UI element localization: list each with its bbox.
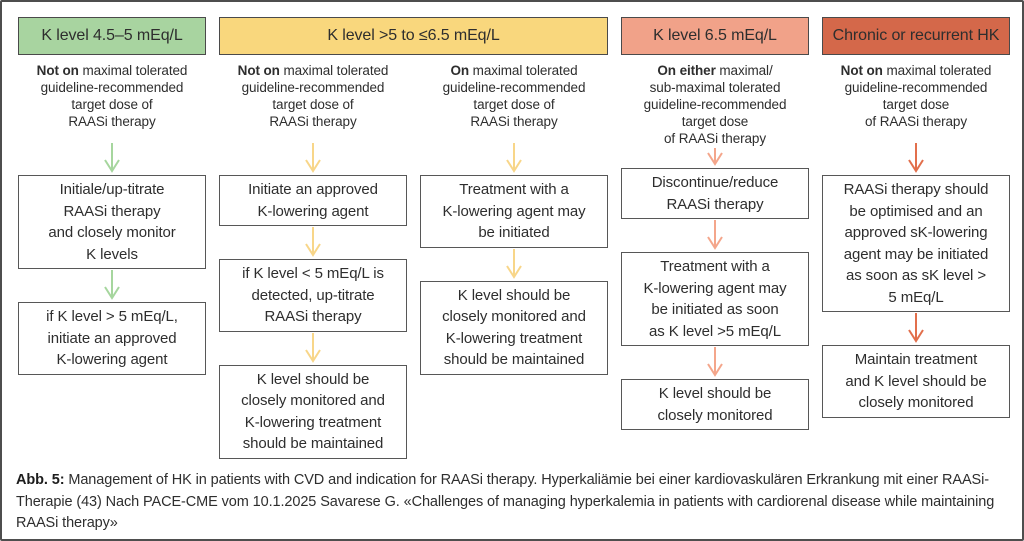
flow-col-k-6.5: On either maximal/ sub-maximal tolerated…: [621, 55, 809, 430]
flow-box: if K level > 5 mEq/L, initiate an approv…: [18, 302, 206, 375]
flow-col-on-target: On maximal tolerated guideline-recommend…: [420, 55, 608, 459]
down-arrow-icon: [707, 220, 723, 250]
down-arrow-icon: [506, 143, 522, 173]
down-arrow-icon: [707, 347, 723, 377]
down-arrow-icon: [305, 143, 321, 173]
header-k-6.5: K level 6.5 mEq/L: [621, 17, 809, 55]
flow-box: K level should be closely monitored and …: [219, 364, 407, 459]
condition-text: On maximal tolerated guideline-recommend…: [443, 62, 586, 142]
column-group-k-6.5: K level 6.5 mEq/L On either maximal/ sub…: [621, 17, 809, 430]
caption-label: Abb. 5:: [16, 472, 65, 488]
flow-col-chronic-hk: Not on maximal tolerated guideline-recom…: [822, 55, 1010, 418]
down-arrow-icon: [707, 148, 723, 166]
flow-box: K level should be closely monitored and …: [420, 280, 608, 375]
down-arrow-icon: [104, 270, 120, 300]
flow-box: if K level < 5 mEq/L is detected, up-tit…: [219, 259, 407, 332]
condition-text: Not on maximal tolerated guideline-recom…: [841, 62, 992, 142]
column-group-k-5-6.5: K level >5 to ≤6.5 mEq/L Not on maximal …: [219, 17, 608, 459]
down-arrow-icon: [506, 248, 522, 279]
flow-box: Discontinue/reduce RAASi therapy: [621, 168, 809, 219]
column-group-chronic-hk: Chronic or recurrent HK Not on maximal t…: [822, 17, 1010, 418]
condition-text: On either maximal/ sub-maximal tolerated…: [644, 62, 787, 147]
flow-box: Treatment with a K-lowering agent may be…: [621, 252, 809, 346]
column-group-k-4.5-5: K level 4.5–5 mEq/L Not on maximal toler…: [18, 17, 206, 375]
header-k-4.5-5: K level 4.5–5 mEq/L: [18, 17, 206, 55]
condition-lead: Not on: [237, 63, 280, 78]
flow-box: K level should be closely monitored: [621, 379, 809, 430]
condition-lead: On: [450, 63, 470, 78]
figure-caption: Abb. 5: Management of HK in patients wit…: [2, 460, 1022, 535]
header-chronic-hk: Chronic or recurrent HK: [822, 17, 1010, 55]
flow-col-k-4.5-5: Not on maximal tolerated guideline-recom…: [18, 55, 206, 375]
flow-box: Maintain treatment and K level should be…: [822, 345, 1010, 418]
flow-box: Initiate an approved K-lowering agent: [219, 175, 407, 226]
flow-col-not-on-target: Not on maximal tolerated guideline-recom…: [219, 55, 407, 459]
down-arrow-icon: [104, 143, 120, 173]
header-k-5-6.5: K level >5 to ≤6.5 mEq/L: [219, 17, 608, 55]
down-arrow-icon: [305, 227, 321, 257]
condition-rest: maximal tolerated guideline-recommended …: [40, 63, 188, 129]
flow-box: Treatment with a K-lowering agent may be…: [420, 175, 608, 248]
caption-text: Management of HK in patients with CVD an…: [16, 472, 995, 531]
flowchart-columns: K level 4.5–5 mEq/L Not on maximal toler…: [2, 2, 1022, 460]
condition-rest: maximal tolerated guideline-recommended …: [241, 63, 389, 129]
k-5-6.5-subcolumns: Not on maximal tolerated guideline-recom…: [219, 55, 608, 459]
down-arrow-icon: [908, 143, 924, 173]
condition-lead: On either: [657, 63, 716, 78]
condition-rest: maximal tolerated guideline-recommended …: [844, 63, 992, 129]
down-arrow-icon: [908, 313, 924, 343]
condition-lead: Not on: [840, 63, 883, 78]
flow-box: Initiale/up-titrate RAASi therapy and cl…: [18, 175, 206, 269]
condition-lead: Not on: [36, 63, 79, 78]
condition-rest: maximal tolerated guideline-recommended …: [442, 63, 586, 129]
condition-text: Not on maximal tolerated guideline-recom…: [37, 62, 188, 142]
condition-rest: maximal/ sub-maximal tolerated guideline…: [643, 63, 787, 146]
flow-box: RAASi therapy should be optimised and an…: [822, 175, 1010, 312]
condition-text: Not on maximal tolerated guideline-recom…: [238, 62, 389, 142]
down-arrow-icon: [305, 332, 321, 363]
